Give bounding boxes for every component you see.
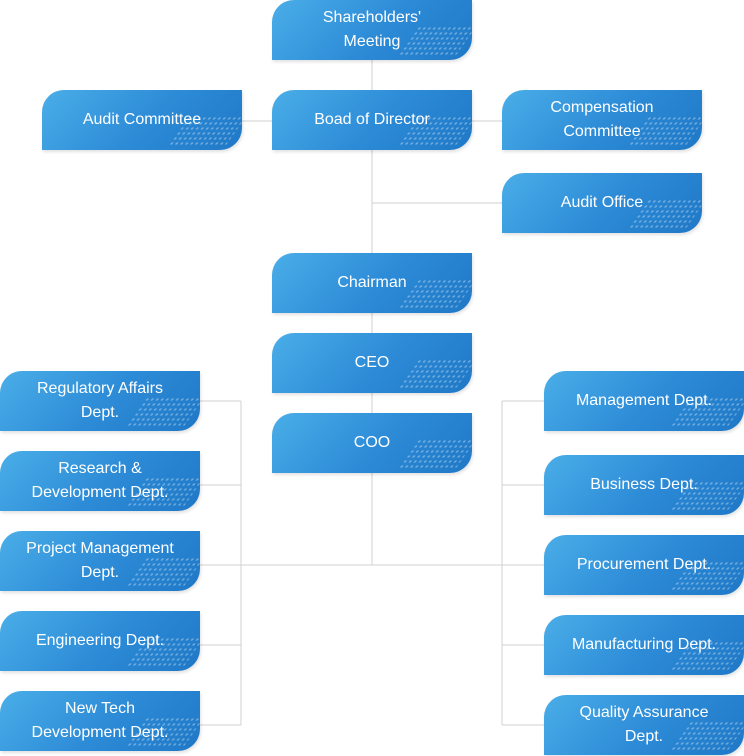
node-label: Engineering Dept.	[35, 632, 165, 649]
node-chairman: Chairman	[272, 253, 472, 313]
node-label: Regulatory Affairs Dept.	[37, 380, 163, 421]
node-label: Management Dept.	[575, 392, 713, 409]
node-engineering-dept: Engineering Dept.	[0, 611, 200, 671]
node-quality-assurance-dept: Quality Assurance Dept.	[544, 695, 744, 755]
node-label: Research & Development Dept.	[31, 460, 169, 501]
node-label: Compensation Committee	[550, 99, 654, 140]
node-new-tech-development-dept: New Tech Development Dept.	[0, 691, 200, 751]
node-label: CEO	[354, 354, 390, 371]
node-label: Procurement Dept.	[576, 556, 712, 573]
node-label: Manufacturing Dept.	[571, 636, 717, 653]
node-project-management-dept: Project Management Dept.	[0, 531, 200, 591]
node-label: New Tech Development Dept.	[31, 700, 169, 741]
node-compensation-committee: Compensation Committee	[502, 90, 702, 150]
node-procurement-dept: Procurement Dept.	[544, 535, 744, 595]
node-audit-committee: Audit Committee	[42, 90, 242, 150]
node-shareholders-meeting: Shareholders' Meeting	[272, 0, 472, 60]
node-label: Shareholders' Meeting	[322, 9, 422, 50]
node-label: Quality Assurance Dept.	[579, 704, 709, 745]
node-label: Business Dept.	[590, 476, 698, 493]
node-coo: COO	[272, 413, 472, 473]
node-management-dept: Management Dept.	[544, 371, 744, 431]
node-label: COO	[353, 434, 391, 451]
node-ceo: CEO	[272, 333, 472, 393]
node-label: Project Management Dept.	[26, 540, 174, 581]
node-audit-office: Audit Office	[502, 173, 702, 233]
node-manufacturing-dept: Manufacturing Dept.	[544, 615, 744, 675]
node-label: Boad of Director	[314, 111, 430, 128]
node-label: Audit Committee	[82, 111, 202, 128]
node-board-of-director: Boad of Director	[272, 90, 472, 150]
node-regulatory-affairs-dept: Regulatory Affairs Dept.	[0, 371, 200, 431]
node-label: Audit Office	[560, 194, 644, 211]
node-business-dept: Business Dept.	[544, 455, 744, 515]
node-label: Chairman	[337, 274, 407, 291]
node-research-development-dept: Research & Development Dept.	[0, 451, 200, 511]
